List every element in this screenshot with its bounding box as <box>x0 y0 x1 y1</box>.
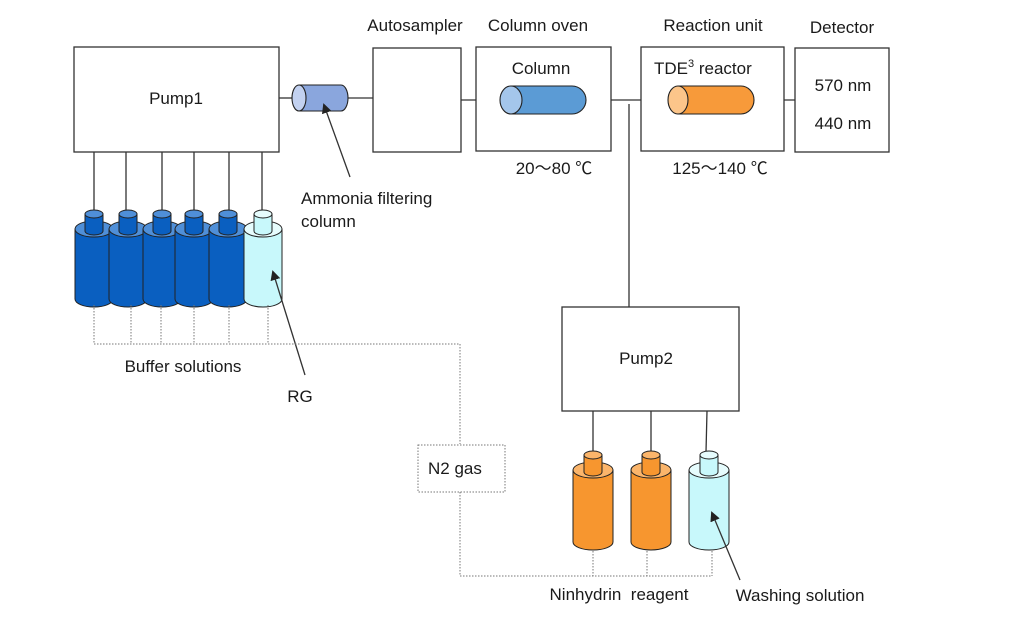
autosampler-box <box>372 47 462 153</box>
column-oven-temperature: 20〜80 ℃ <box>516 159 593 178</box>
buffer-bottle-cap <box>84 209 104 219</box>
autosampler-label: Autosampler <box>367 16 463 35</box>
rg-bottle-cap <box>253 209 273 219</box>
washing-solution-bottle-neck <box>699 454 719 477</box>
buffer-bottle-neck <box>184 213 204 236</box>
buffer-bottle-cap <box>218 209 238 219</box>
pump1-box <box>73 46 280 153</box>
n2-gas: N2 gas <box>417 444 713 577</box>
column-label: Column <box>512 59 571 78</box>
buffer-bottle <box>174 209 214 308</box>
ninhydrin-bottle <box>630 450 672 551</box>
buffer-bottle-body <box>174 228 214 308</box>
pump2-bottles <box>572 450 730 551</box>
rg-bottle-neck <box>253 213 273 236</box>
buffer-bottle-cap <box>184 209 204 219</box>
rg-label: RG <box>287 387 313 406</box>
pump1-label: Pump1 <box>149 89 203 108</box>
buffer-bottle-neck <box>218 213 238 236</box>
ammonia-filter-label-line2: column <box>301 212 356 231</box>
buffer-bottle-neck <box>152 213 172 236</box>
detector-box <box>794 47 890 153</box>
ammonia-filter-column: Ammonia filtering column <box>291 84 432 231</box>
ninhydrin-bottle-neck <box>583 454 603 477</box>
ninhydrin-reagent-label: Ninhydrin reagent <box>550 585 689 604</box>
buffer-bottle <box>142 209 182 308</box>
washing-solution-arrow <box>710 511 741 581</box>
ammonia-filter-body <box>298 84 349 112</box>
reactor-label-rest: reactor <box>694 59 752 78</box>
buffer-bottle-body <box>108 228 148 308</box>
reactor-body <box>677 85 755 115</box>
buffer-bottle <box>108 209 148 308</box>
column-body <box>510 85 587 115</box>
buffer-bottle-neck <box>118 213 138 236</box>
buffer-bottles <box>74 209 283 308</box>
buffer-bottle-neck <box>84 213 104 236</box>
rg-bottle <box>243 209 283 308</box>
reactor-label-superscript: 3 <box>688 58 694 70</box>
pump2-box <box>561 306 740 412</box>
ammonia-filter-cap <box>291 84 307 112</box>
n2-gas-box <box>417 444 506 493</box>
detector-wavelength-570: 570 nm <box>815 76 872 95</box>
reactor-label: TDE3 reactor <box>654 58 752 78</box>
reaction-unit-label: Reaction unit <box>663 16 763 35</box>
column-oven: Column oven Column 20〜80 ℃ <box>475 16 612 178</box>
washing-solution-bottle-cap <box>699 450 719 460</box>
buffer-gas-lines <box>93 305 461 444</box>
ninhydrin-bottle-cap <box>583 450 603 460</box>
washing-solution-label: Washing solution <box>736 586 865 605</box>
reaction-unit: Reaction unit TDE3 reactor 125〜140 ℃ <box>640 16 785 178</box>
reactor-cap <box>667 85 689 115</box>
n2-gas-line <box>459 492 712 577</box>
detector: Detector 570 nm 440 nm <box>794 18 890 153</box>
rg-bottle-body <box>243 228 283 308</box>
buffer-bottle <box>208 209 248 308</box>
washing-solution-bottle <box>688 450 730 551</box>
n2-gas-label: N2 gas <box>428 459 482 478</box>
buffer-bottle <box>74 209 114 308</box>
rg-arrow <box>270 270 306 376</box>
reaction-unit-temperature: 125〜140 ℃ <box>672 159 767 178</box>
ninhydrin-bottle-neck <box>641 454 661 477</box>
buffer-bottle-body <box>74 228 114 308</box>
buffer-bottle-cap <box>152 209 172 219</box>
detector-wavelength-440: 440 nm <box>815 114 872 133</box>
column-cap <box>499 85 523 115</box>
ammonia-filter-arrow <box>322 103 351 178</box>
column-oven-label: Column oven <box>488 16 588 35</box>
buffer-bottle-cap <box>118 209 138 219</box>
ammonia-filter-label-line1: Ammonia filtering <box>301 189 432 208</box>
pump1: Pump1 <box>73 46 280 153</box>
pump1-supply-lines <box>93 152 263 215</box>
ninhydrin-bottle-cap <box>641 450 661 460</box>
ninhydrin-bottle-body <box>630 469 672 551</box>
detector-label: Detector <box>810 18 875 37</box>
pump2-label: Pump2 <box>619 349 673 368</box>
autosampler: Autosampler <box>367 16 463 153</box>
pump2: Pump2 <box>561 306 740 453</box>
ninhydrin-bottle-body <box>572 469 614 551</box>
ninhydrin-bottle <box>572 450 614 551</box>
buffer-solutions-label: Buffer solutions <box>125 357 242 376</box>
buffer-bottle-body <box>208 228 248 308</box>
reactor-label-main: TDE <box>654 59 688 78</box>
